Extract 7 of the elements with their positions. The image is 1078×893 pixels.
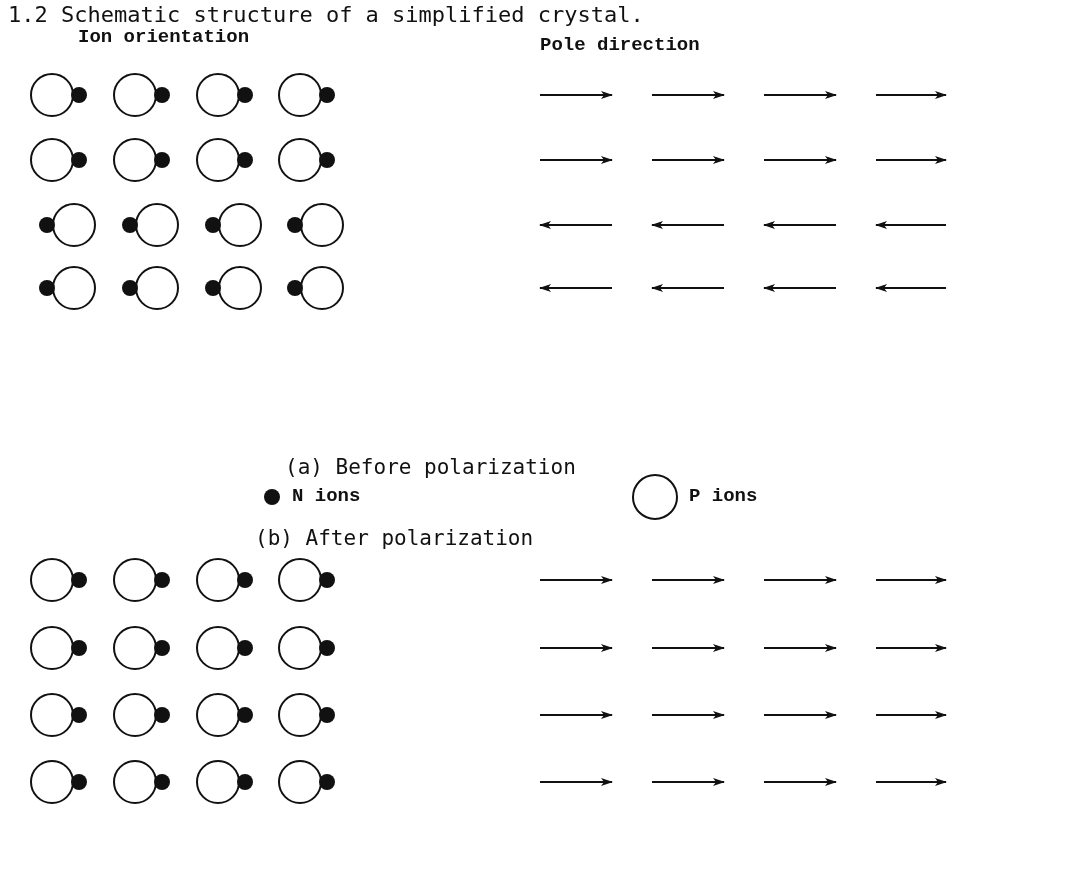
panel-caption: (b) After polarization <box>255 526 534 550</box>
column-heading: Ion orientation <box>78 26 250 48</box>
panel-caption: (a) Before polarization <box>285 455 576 479</box>
legend-label: P ions <box>689 485 758 507</box>
legend-label: N ions <box>292 485 361 507</box>
column-heading: Pole direction <box>540 34 700 56</box>
figure-title: 1.2 Schematic structure of a simplified crystal. <box>8 2 644 27</box>
